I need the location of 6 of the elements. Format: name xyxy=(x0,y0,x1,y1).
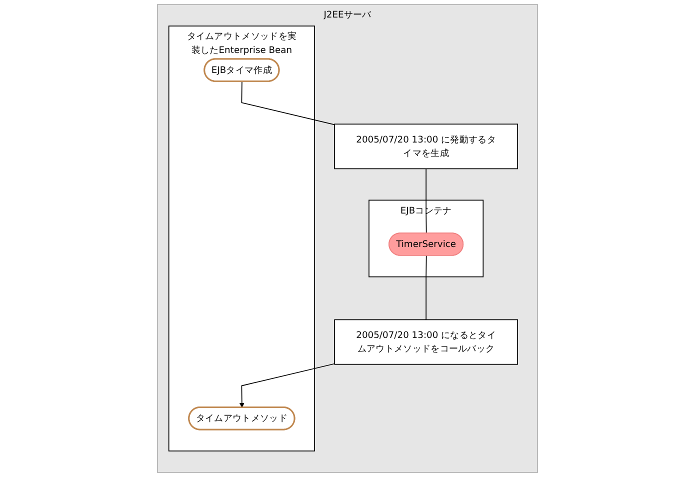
arrow xyxy=(239,363,335,408)
connector xyxy=(426,168,427,234)
node-box: 2005/07/20 13:00 に発動するタイマを生成 xyxy=(334,124,518,170)
connector xyxy=(241,81,335,126)
connector xyxy=(426,255,427,320)
node-box: 2005/07/20 13:00 になるとタイムアウトメソッドをコールバック xyxy=(334,319,518,365)
